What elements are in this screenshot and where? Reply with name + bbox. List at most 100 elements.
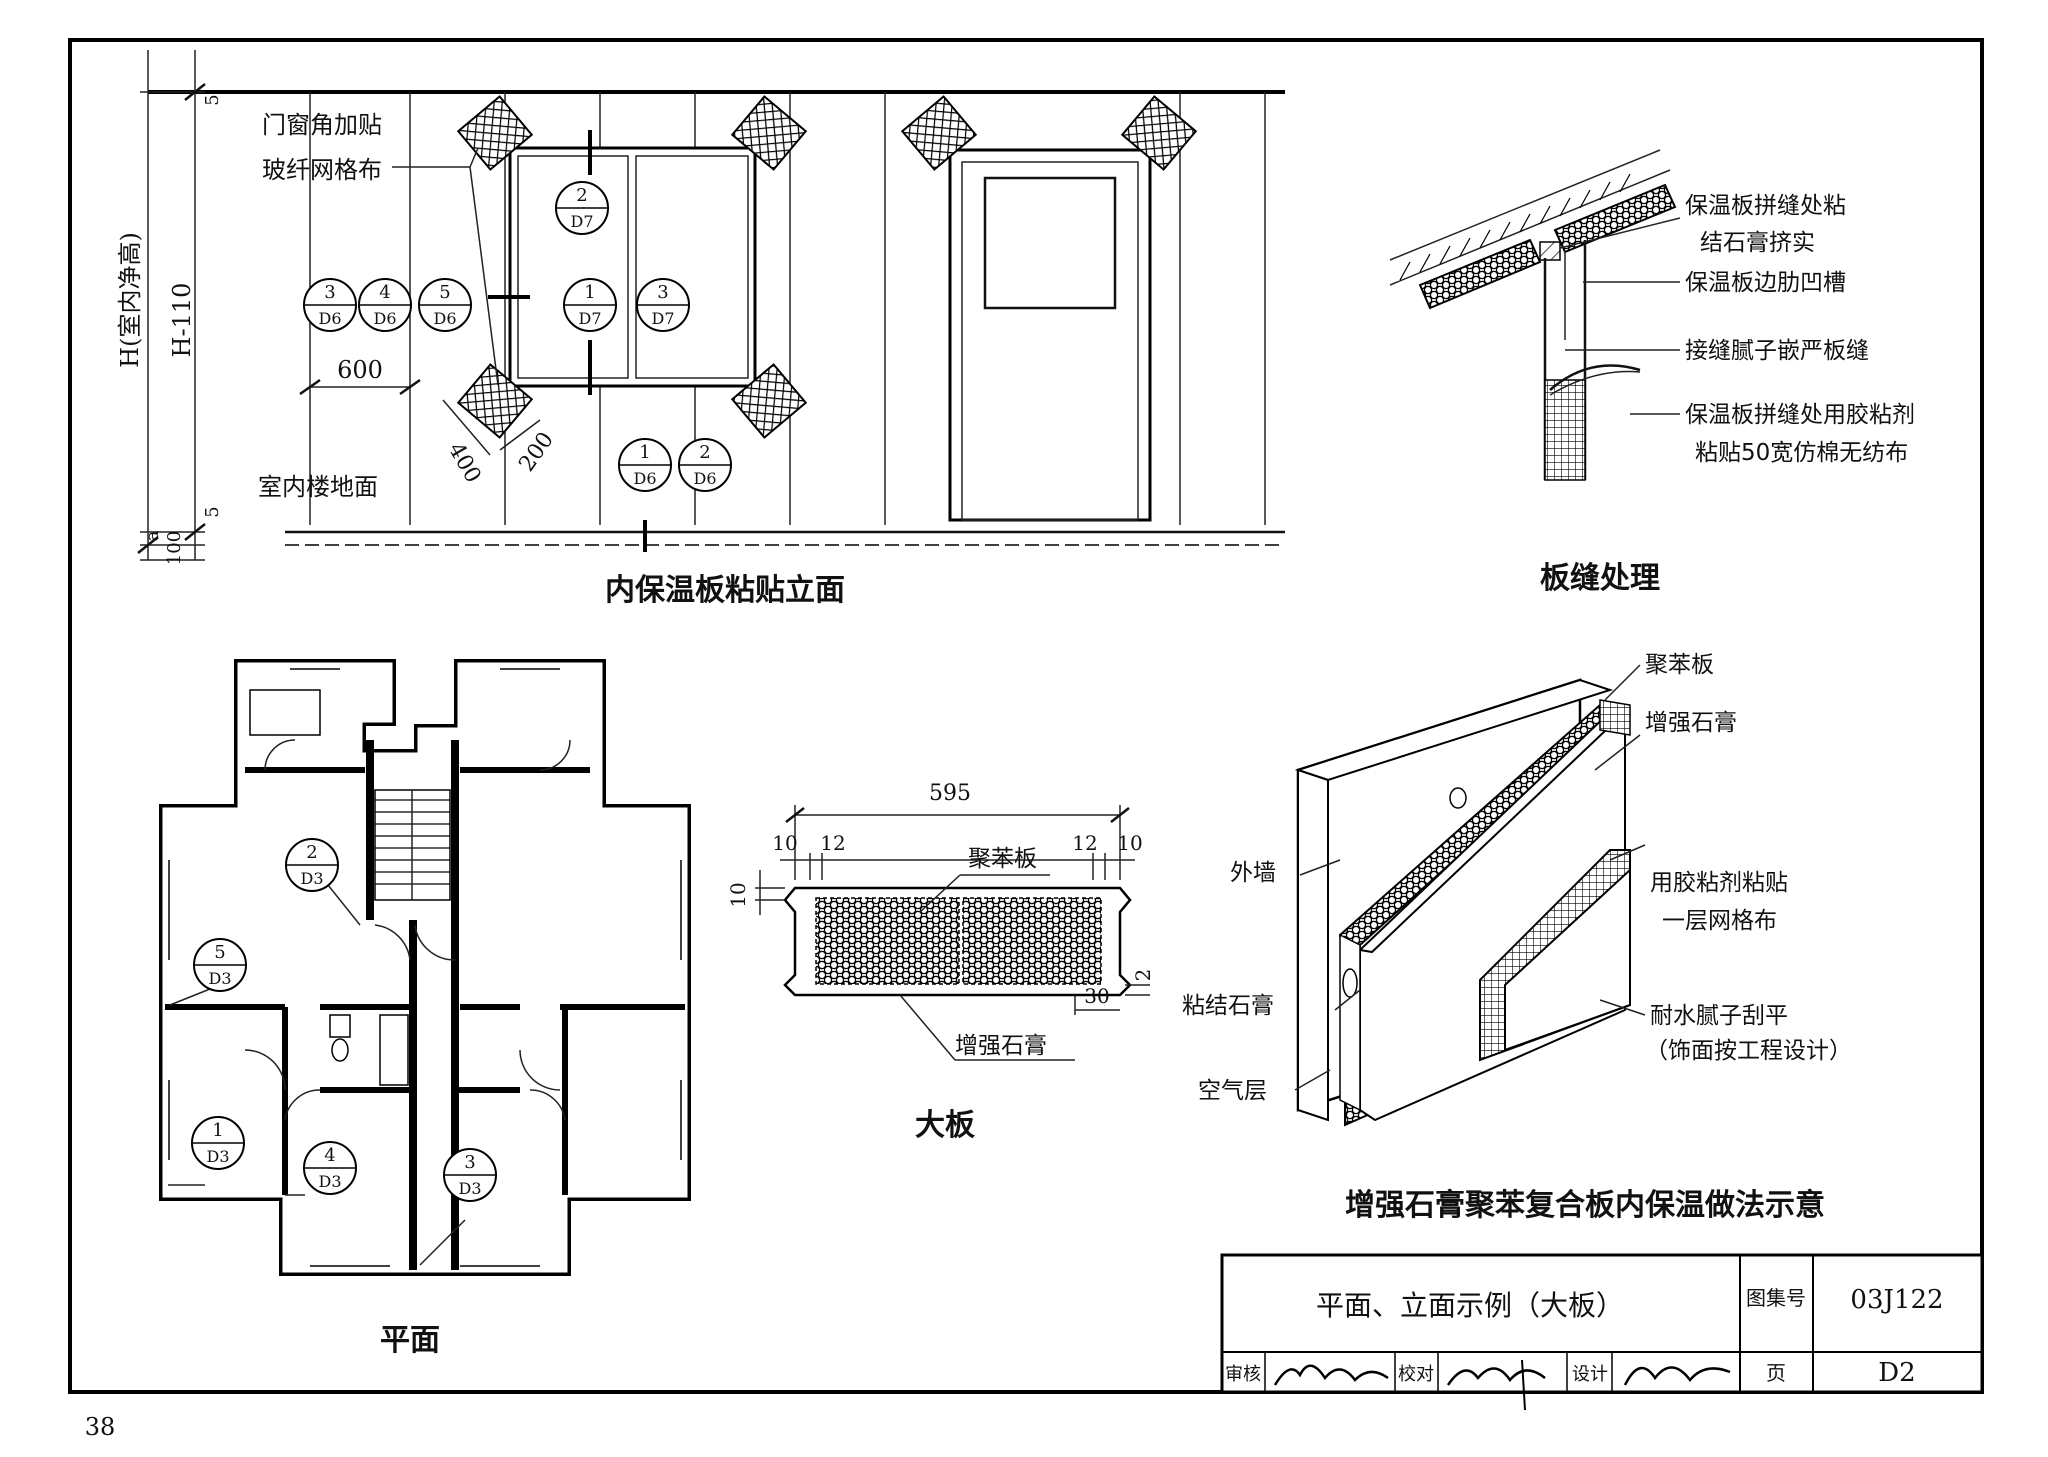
svg-text:4: 4	[379, 282, 390, 303]
svg-text:3: 3	[324, 282, 335, 303]
dim-10-left: 10	[772, 831, 797, 855]
axonometric-detail	[1294, 664, 1646, 1127]
seam-label-5: 保温板拼缝处用胶粘剂	[1685, 402, 1915, 428]
plan-title: 平面	[380, 1323, 440, 1358]
svg-text:1: 1	[212, 1120, 223, 1141]
axon-label-wall: 外墙	[1230, 860, 1276, 886]
svg-text:D6: D6	[373, 309, 396, 328]
axon-label-bond: 粘结石膏	[1182, 993, 1274, 1019]
corner-mesh-patch	[730, 95, 808, 171]
svg-text:5: 5	[214, 942, 225, 963]
axon-label-mesh-2: 一层网格布	[1662, 908, 1777, 934]
dim-10-right: 10	[1117, 831, 1142, 855]
corner-mesh-patch	[900, 95, 978, 171]
panel-section	[755, 805, 1150, 1061]
dim-a: a	[142, 530, 163, 541]
designer-signature	[1623, 1366, 1731, 1386]
section-marker: 2 D6	[678, 438, 732, 492]
dim-100: 100	[164, 531, 185, 565]
section-marker: 5 D6	[418, 278, 472, 332]
dim-400: 400	[443, 439, 486, 488]
svg-text:D7: D7	[570, 212, 593, 231]
svg-text:1: 1	[639, 442, 650, 463]
svg-text:2: 2	[306, 842, 317, 863]
page-label: 页	[1766, 1361, 1786, 1385]
section-marker: 1 D6	[618, 438, 672, 492]
svg-text:D3: D3	[318, 1172, 341, 1191]
dim-10-side: 10	[726, 882, 750, 907]
svg-text:D3: D3	[208, 969, 231, 988]
page-number: 38	[85, 1413, 116, 1441]
dim-2: 2	[1131, 969, 1155, 982]
plan-marker: 2 D3	[285, 838, 339, 892]
section-marker: 3 D7	[636, 278, 690, 332]
seam-label-6: 粘贴50宽仿棉无纺布	[1695, 440, 1908, 466]
svg-text:D6: D6	[693, 469, 716, 488]
seam-detail	[1389, 149, 1681, 481]
panel-title: 大板	[915, 1108, 975, 1143]
axon-label-putty-2: （饰面按工程设计）	[1645, 1038, 1852, 1064]
label-floor: 室内楼地面	[258, 473, 378, 501]
dim-5-bottom: 5	[202, 506, 223, 517]
seam-label-1: 保温板拼缝处粘	[1685, 193, 1846, 219]
svg-text:5: 5	[439, 282, 450, 303]
window	[508, 146, 757, 388]
checker-signature	[1446, 1367, 1546, 1386]
plan-marker: 4 D3	[303, 1141, 357, 1195]
atlas-number: 03J122	[1850, 1285, 1943, 1315]
plan-marker: 3 D3	[443, 1148, 497, 1202]
dim-12-left: 12	[820, 831, 845, 855]
svg-text:D6: D6	[433, 309, 456, 328]
elevation-drawing	[137, 50, 1285, 561]
atlas-label: 图集号	[1746, 1286, 1806, 1310]
dim-200: 200	[514, 428, 559, 477]
svg-text:D3: D3	[206, 1147, 229, 1166]
dim-h110-label: H-110	[168, 283, 196, 358]
dim-height-label: H(室内净高)	[116, 232, 144, 368]
title-block	[1220, 1253, 1984, 1411]
seam-label-3: 保温板边肋凹槽	[1685, 270, 1846, 296]
svg-text:D6: D6	[318, 309, 341, 328]
axon-label-eps: 聚苯板	[1645, 652, 1714, 678]
dim-600: 600	[337, 356, 383, 384]
seam-label-4: 接缝腻子嵌严板缝	[1685, 338, 1869, 364]
elevation-title: 内保温板粘贴立面	[605, 573, 845, 608]
plan-marker: 1 D3	[191, 1116, 245, 1170]
svg-text:3: 3	[464, 1152, 475, 1173]
dim-595: 595	[929, 781, 971, 806]
check-label: 校对	[1398, 1364, 1434, 1385]
seam-title: 板缝处理	[1540, 561, 1660, 596]
section-marker: 3 D6	[303, 278, 357, 332]
seam-label-2: 结石膏挤实	[1700, 230, 1815, 256]
svg-text:2: 2	[576, 185, 587, 206]
panel-label-gypsum: 增强石膏	[955, 1033, 1047, 1059]
design-label: 设计	[1572, 1364, 1608, 1385]
svg-text:1: 1	[584, 282, 595, 303]
section-marker: 4 D6	[358, 278, 412, 332]
svg-text:2: 2	[699, 442, 710, 463]
svg-text:3: 3	[657, 282, 668, 303]
corner-mesh-patch	[1120, 95, 1198, 171]
svg-text:D7: D7	[578, 309, 601, 328]
svg-text:D3: D3	[300, 869, 323, 888]
axon-label-mesh-1: 用胶粘剂粘贴	[1650, 870, 1788, 896]
label-corner-mesh-1: 门窗角加贴	[262, 111, 382, 139]
section-marker: 2 D7	[555, 181, 609, 235]
axon-label-air: 空气层	[1198, 1078, 1267, 1104]
dim-5-top: 5	[202, 94, 223, 105]
axon-label-putty-1: 耐水腻子刮平	[1650, 1003, 1788, 1029]
svg-text:D6: D6	[633, 469, 656, 488]
axon-title: 增强石膏聚苯复合板内保温做法示意	[1345, 1188, 1825, 1223]
drawing-title: 平面、立面示例（大板）	[1316, 1289, 1624, 1322]
corner-mesh-patch	[456, 363, 534, 439]
plan-marker: 5 D3	[193, 938, 247, 992]
panel-label-eps: 聚苯板	[968, 846, 1037, 872]
svg-text:D3: D3	[458, 1179, 481, 1198]
sheet-border	[68, 38, 1984, 1394]
corner-mesh-patch	[730, 363, 808, 439]
page-value: D2	[1878, 1358, 1915, 1388]
svg-text:4: 4	[324, 1145, 335, 1166]
label-corner-mesh-2: 玻纤网格布	[262, 156, 382, 184]
